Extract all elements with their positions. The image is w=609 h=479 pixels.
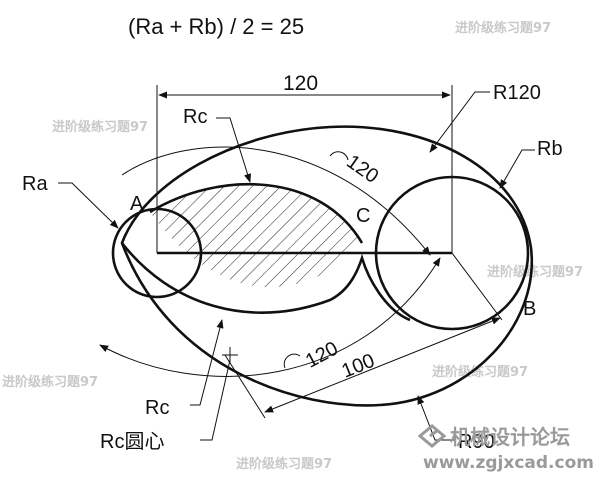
leader-ra [58, 182, 119, 229]
point-c-label: C [356, 205, 370, 227]
rc-center-mark [222, 347, 238, 363]
title-formula: (Ra + Rb) / 2 = 25 [128, 14, 304, 39]
leader-r90 [417, 395, 455, 441]
dim-120-label: 120 [283, 72, 318, 95]
angle-mark-top [329, 151, 349, 161]
angle-mark-bottom [283, 353, 301, 369]
brand-logo-icon [417, 424, 447, 448]
leader-rc-center [200, 359, 231, 441]
r90-label: R90 [458, 431, 495, 453]
rc-center-label: Rc圆心 [100, 431, 164, 453]
hatched-lens [150, 184, 362, 288]
leader-rc-top [216, 117, 252, 183]
watermark-2: 进阶级练习题97 [52, 119, 148, 135]
angle-arc-top [121, 146, 431, 256]
watermark-group: 进阶级练习题97 进阶级练习题97 进阶级练习题97 进阶级练习题97 进阶级练… [2, 20, 583, 390]
dim-100-ext-a [451, 252, 503, 321]
watermark-1: 进阶级练习题97 [455, 20, 551, 36]
point-a-label: A [130, 193, 144, 215]
brand-name: 机械设计论坛 [450, 425, 570, 449]
ra-label: Ra [22, 173, 48, 195]
r120-label: R120 [493, 82, 541, 104]
rc-top-label: Rc [183, 106, 207, 128]
leader-rc-bottom [190, 319, 224, 406]
rc-upper-arc [149, 182, 364, 244]
dim-100-ext-b [224, 354, 266, 419]
watermark-3: 进阶级练习题97 [487, 264, 583, 280]
brand-url: www.zgjxcad.com [423, 453, 594, 473]
dim-100-label: 100 [339, 350, 378, 383]
angle-120-bottom-label: 120 [302, 338, 342, 373]
dim-100-line [264, 317, 501, 413]
leader-r120 [429, 91, 490, 153]
rc-bottom-label: Rc [145, 397, 169, 419]
point-b-label: B [523, 298, 536, 320]
watermark-4: 进阶级练习题97 [2, 374, 98, 390]
footer-brand: 机械设计论坛 www.zgjxcad.com [417, 424, 594, 473]
watermark-footer: 进阶级练习题97 [236, 456, 332, 472]
leader-rb [499, 149, 535, 189]
rb-label: Rb [537, 138, 563, 160]
